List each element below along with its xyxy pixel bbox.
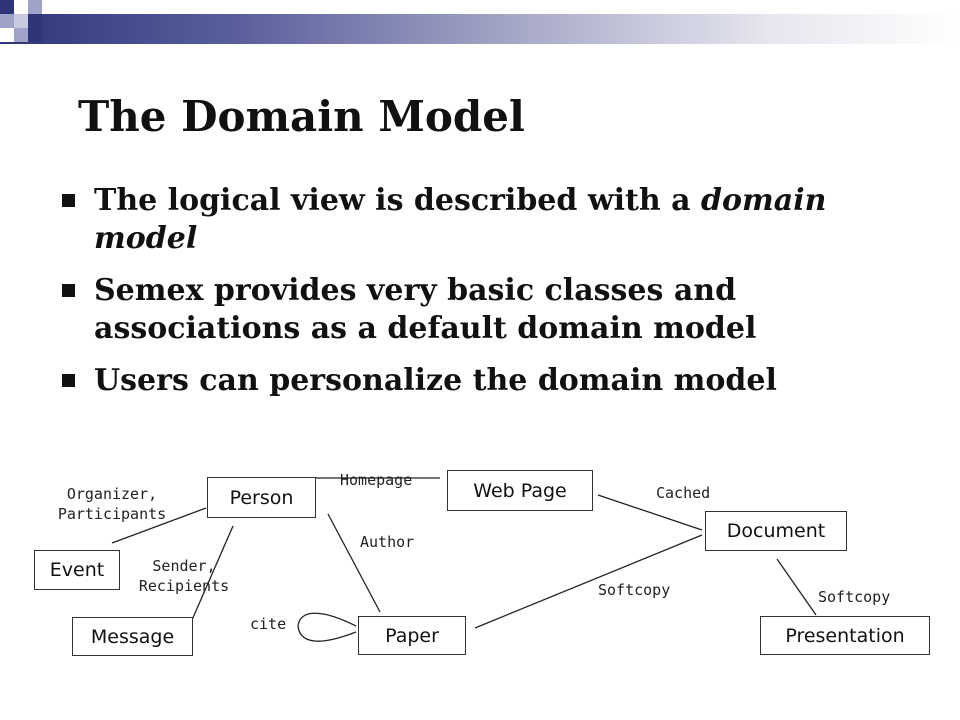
node-message: Message [72, 617, 193, 656]
bullet-text: Semex provides very basic classes and as… [94, 273, 757, 346]
domain-diagram: Person Web Page Document Event Message P… [0, 440, 960, 720]
label-cite: cite [250, 615, 287, 633]
bullet-text: The logical view is described with a [94, 183, 702, 218]
label-softcopy-paper: Softcopy [598, 581, 671, 599]
bullet-text: Users can personalize the domain model [94, 363, 777, 398]
label-softcopy-presentation: Softcopy [818, 588, 891, 606]
label-homepage: Homepage [340, 471, 413, 489]
node-paper: Paper [358, 616, 466, 655]
bullet-item: Users can personalize the domain model [62, 362, 922, 400]
edge-paper-cite-loop [297, 612, 357, 642]
bullet-emphasis: domain model [94, 183, 827, 256]
bullet-marker [62, 194, 75, 207]
edge-webpage-document [597, 494, 703, 531]
edge-paper-document [474, 534, 703, 629]
bullet-list: The logical view is described with a dom… [62, 182, 922, 414]
edge-person-event [111, 507, 207, 544]
bullet-item: Semex provides very basic classes and as… [62, 272, 922, 348]
label-sender: Sender, Recipients [138, 557, 230, 595]
edge-document-presentation [776, 558, 817, 616]
label-cached: Cached [656, 484, 711, 502]
corner-logo [0, 0, 42, 42]
diagram-edges [111, 477, 817, 642]
slide-title: The Domain Model [78, 92, 525, 141]
edge-person-message [191, 525, 234, 621]
header-bar [0, 14, 960, 44]
bullet-marker [62, 374, 75, 387]
bullet-marker [62, 284, 75, 297]
node-document: Document [705, 511, 847, 551]
edge-person-paper [327, 513, 381, 613]
label-author: Author [360, 533, 415, 551]
node-presentation: Presentation [760, 616, 930, 655]
bullet-item: The logical view is described with a dom… [62, 182, 922, 258]
node-web-page: Web Page [447, 470, 593, 511]
node-person: Person [207, 477, 316, 518]
node-event: Event [34, 550, 120, 590]
label-organizer: Organizer, Participants [57, 485, 167, 523]
